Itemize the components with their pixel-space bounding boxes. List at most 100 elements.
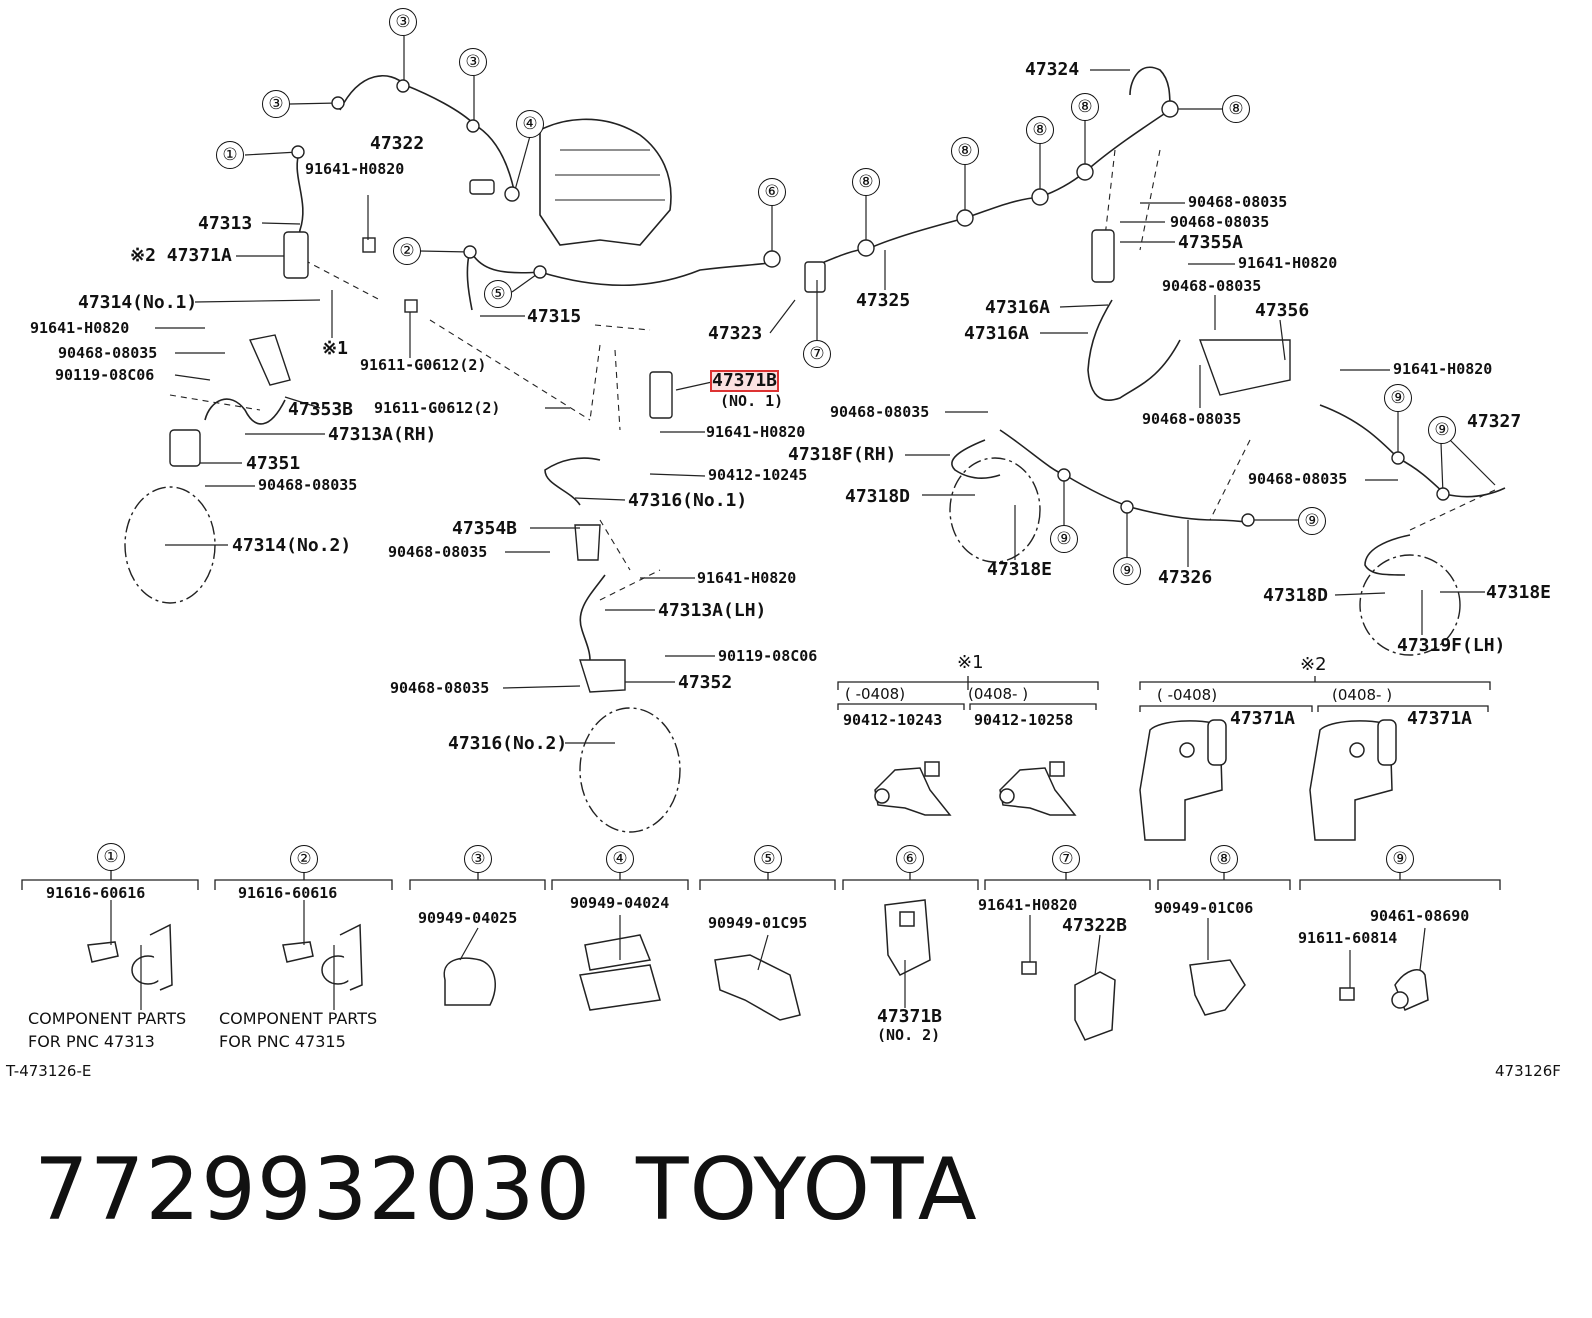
- label-47318E-1: 47318E: [987, 559, 1053, 580]
- diagram-code-right: 473126F: [1495, 1062, 1561, 1080]
- tube-47313: [295, 149, 304, 251]
- label-47313: 47313: [198, 213, 253, 234]
- tube-47315: [466, 249, 473, 311]
- label-47313A-lh: 47313A(LH): [658, 600, 767, 621]
- bracket-group-2: [1139, 676, 1491, 690]
- bracket-group-2-sub: [1139, 705, 1489, 712]
- label-47327: 47327: [1467, 411, 1522, 432]
- block-47323: [804, 261, 826, 293]
- callout-9-d: ⑨: [1113, 557, 1141, 585]
- legend-num-3: ③: [464, 845, 492, 873]
- sketch-comp-6: [884, 899, 931, 976]
- group-1-part-a: 90412-10243: [843, 711, 943, 729]
- label-47313A-rh: 47313A(RH): [328, 424, 437, 445]
- label-91641-H0820-c: 91641-H0820: [706, 423, 806, 441]
- label-47318D-2: 47318D: [1263, 585, 1329, 606]
- bracket-47353B: [249, 334, 291, 386]
- group-1-range-a: ( -0408): [845, 685, 906, 703]
- label-47316-no1: 47316(No.1): [628, 490, 748, 511]
- callout-3-top: ③: [389, 8, 417, 36]
- sketch-comp-9-bolt: [1339, 987, 1355, 1001]
- label-47356: 47356: [1255, 300, 1310, 321]
- callout-8-a: ⑧: [852, 168, 880, 196]
- callout-9-a: ⑨: [1384, 384, 1412, 412]
- label-47314-no2: 47314(No.2): [232, 535, 352, 556]
- label-47324: 47324: [1025, 59, 1080, 80]
- callout-8-b: ⑧: [951, 137, 979, 165]
- group-2-part-b: 47371A: [1407, 708, 1473, 729]
- label-47318D-1: 47318D: [845, 486, 911, 507]
- part-number: 7729932030: [34, 1140, 592, 1240]
- bracket-group-1: [837, 676, 1099, 690]
- bracket-47354B: [574, 524, 601, 561]
- callout-8-e: ⑧: [1222, 95, 1250, 123]
- label-47315: 47315: [527, 306, 582, 327]
- legend-num-2: ②: [290, 845, 318, 873]
- sketch-comp-3: [443, 957, 496, 1006]
- label-47314-no1: 47314(No.1): [78, 292, 198, 313]
- label-91641-H0820-d: 91641-H0820: [697, 569, 797, 587]
- hose-47313A-rh: [204, 398, 286, 425]
- legend-6-sub: (NO. 2): [877, 1026, 941, 1044]
- label-90468-08035-h: 90468-08035: [830, 403, 930, 421]
- valve-90412-10243: [874, 767, 952, 816]
- label-90468-08035-a: 90468-08035: [58, 344, 158, 362]
- label-47371B-no1[interactable]: 47371B: [709, 370, 780, 392]
- label-91641-H0820-f: 91641-H0820: [1393, 360, 1493, 378]
- callout-9-e: ⑨: [1298, 507, 1326, 535]
- label-47316A-1: 47316A: [985, 297, 1051, 318]
- legend-2-note-1: COMPONENT PARTS: [219, 1009, 378, 1028]
- clip-47322: [469, 179, 495, 195]
- sketch-comp-5: [714, 954, 801, 1021]
- label-47323: 47323: [708, 323, 763, 344]
- callout-3-left: ③: [262, 90, 290, 118]
- label-47318F-rh: 47318F(RH): [788, 444, 897, 465]
- legend-6-part: 47371B: [877, 1006, 943, 1027]
- callout-8-d: ⑧: [1071, 93, 1099, 121]
- label-47325: 47325: [856, 290, 911, 311]
- label-47352: 47352: [678, 672, 733, 693]
- group-2-range-b: (0408- ): [1332, 686, 1393, 704]
- label-90468-08035-e: 90468-08035: [1188, 193, 1288, 211]
- label-ref-1: ※1: [322, 338, 348, 359]
- group-1-part-b: 90412-10258: [974, 711, 1074, 729]
- label-91611-G0612-b: 91611-G0612(2): [374, 399, 501, 417]
- bracket-47356: [1199, 339, 1291, 396]
- hose-47319F-lh: [1364, 534, 1411, 576]
- legend-7-part-a: 91641-H0820: [978, 896, 1078, 914]
- legend-num-8: ⑧: [1210, 845, 1238, 873]
- callout-5: ⑤: [484, 280, 512, 308]
- callout-9-c: ⑨: [1050, 525, 1078, 553]
- wheel-rear-left-lower: [579, 707, 681, 833]
- legend-num-1: ①: [97, 843, 125, 871]
- label-47354B: 47354B: [452, 518, 518, 539]
- sketch-comp-7: [1074, 971, 1116, 1041]
- legend-1-note-1: COMPONENT PARTS: [28, 1009, 187, 1028]
- hose-47316A: [1087, 299, 1181, 401]
- sketch-comp-4: [579, 934, 661, 1011]
- sketch-comp-7-bolt: [1021, 961, 1037, 975]
- label-47326: 47326: [1158, 567, 1213, 588]
- bracket-47371A-main: [283, 231, 309, 279]
- callout-9-b: ⑨: [1428, 416, 1456, 444]
- legend-3-part: 90949-04025: [418, 909, 518, 927]
- diagram-code-left: T-473126-E: [6, 1062, 92, 1080]
- bolt-91611-a: [404, 299, 418, 313]
- label-90119-08C06-a: 90119-08C06: [55, 366, 155, 384]
- tube-47316-no1: [544, 457, 601, 506]
- bolt-left-91641: [362, 237, 376, 253]
- label-90468-08035-c: 90468-08035: [388, 543, 488, 561]
- wheel-47318-rh: [949, 457, 1041, 563]
- bracket-group-1-sub: [837, 703, 1097, 710]
- label-47319F-lh: 47319F(LH): [1397, 635, 1506, 656]
- sketch-comp-8: [1189, 959, 1246, 1016]
- legend-4-part: 90949-04024: [570, 894, 670, 912]
- legend-num-7: ⑦: [1052, 845, 1080, 873]
- label-90468-08035-b: 90468-08035: [258, 476, 358, 494]
- group-1-note: ※1: [957, 652, 984, 673]
- label-91641-H0820-e: 91641-H0820: [1238, 254, 1338, 272]
- label-47371B-no1-sub: (NO. 1): [720, 392, 784, 410]
- brand-name: TOYOTA: [636, 1140, 978, 1240]
